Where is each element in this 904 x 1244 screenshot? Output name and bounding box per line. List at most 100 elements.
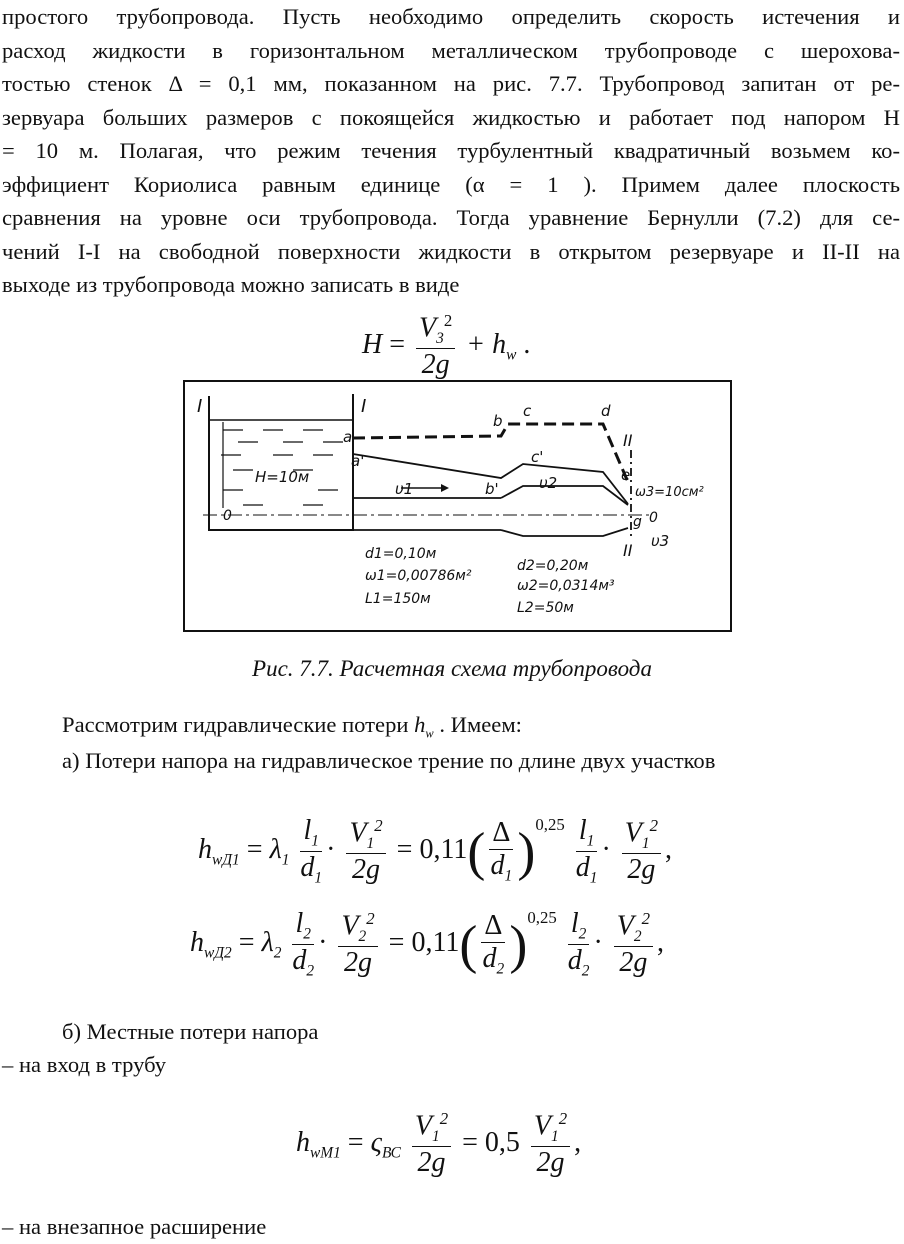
energy-line [352, 422, 630, 483]
eq-exponent: 0,25 [527, 908, 557, 927]
eq-symbol: λ [269, 834, 282, 865]
eq-symbol: l [303, 815, 312, 847]
section-label: I [361, 396, 366, 417]
eq-symbol: d [482, 942, 497, 974]
point-label: e [621, 466, 630, 484]
eq-symbol: l [295, 908, 304, 940]
eq-coefficient: 0,11 [419, 834, 468, 865]
eq-symbol: d [567, 944, 582, 976]
local-losses-heading: б) Местные потери напора [62, 1019, 319, 1044]
text-line: сравнения на уровне оси трубопровода. То… [2, 205, 900, 230]
eq-symbol: V [349, 817, 367, 849]
body-paragraph: простого трубопровода. Пусть необходимо … [2, 0, 900, 302]
datum-label: 0 [649, 510, 658, 526]
eq-symbol: + h [466, 328, 507, 360]
eq-subscript: 1 [432, 1127, 440, 1145]
eq-subscript: 1 [311, 832, 319, 850]
eq-symbol: Δ [481, 910, 506, 943]
text-line: простого трубопровода. Пусть необходимо … [2, 4, 900, 29]
eq-subscript: wД1 [212, 851, 240, 869]
eq-subscript: 2 [273, 944, 282, 962]
eq-subscript: 2 [581, 962, 590, 980]
text-span: Рассмотрим гидравлические потери [62, 712, 415, 737]
eq-subscript: ВС [381, 1144, 401, 1162]
area-label: ω1=0,00786м² [365, 568, 472, 584]
eq-subscript: 1 [281, 851, 290, 869]
text-span: . Имеем: [433, 712, 522, 737]
point-label: b [493, 412, 503, 430]
losses-intro: Рассмотрим гидравлические потери hw . Им… [62, 712, 522, 742]
eq-symbol: d [490, 849, 505, 881]
text-line: = 10 м. Полагая, что режим течения турбу… [2, 138, 900, 163]
diameter-label: d2=0,20м [517, 558, 589, 574]
text-line: чений I-I на свободной поверхности жидко… [2, 238, 900, 264]
eq-symbol: V [341, 910, 359, 942]
eq-symbol: V [616, 910, 634, 942]
velocity-label: υ1 [395, 480, 413, 498]
eq-symbol: , [574, 1126, 582, 1158]
velocity-label: υ3 [651, 532, 669, 550]
eq-symbol: V [419, 312, 437, 344]
point-label: a' [351, 452, 364, 470]
text-line: зервуара больших размеров с покоящейся ж… [2, 104, 900, 130]
point-label: d [601, 402, 611, 420]
eq-subscript: w [425, 726, 434, 741]
eq-symbol: l [578, 815, 587, 847]
length-label: L2=50м [517, 600, 574, 616]
pipeline-schematic: I I a a' b b' c c' d e g II II H=10м υ1 … [183, 380, 732, 632]
water-hatching [221, 429, 343, 506]
point-label: a [343, 428, 352, 446]
eq-symbol: , [665, 834, 672, 865]
eq-symbol: . [523, 328, 531, 360]
length-label: L1=150м [365, 591, 431, 607]
eq-coefficient: 0,5 [484, 1126, 520, 1158]
eq-symbol: d [300, 851, 315, 883]
head-label: H=10м [255, 468, 309, 486]
eq-symbol: d [575, 851, 590, 883]
eq-subscript: 3 [436, 329, 444, 347]
eq-subscript: 1 [551, 1127, 559, 1145]
eq-subscript: 1 [586, 832, 595, 850]
eq-symbol: , [657, 927, 664, 958]
point-label: b' [485, 480, 499, 498]
eq-symbol: λ [261, 927, 274, 958]
eq-symbol: H [362, 328, 383, 360]
eq-symbol: ς [370, 1126, 382, 1158]
eq-subscript: 1 [504, 867, 513, 885]
eq-subscript: 2 [578, 925, 587, 943]
eq-subscript: w [506, 346, 517, 364]
eq-symbol: Δ [489, 817, 514, 850]
diameter-label: d1=0,10м [365, 546, 437, 562]
eq-subscript: 2 [496, 960, 505, 978]
reservoir-wall [208, 394, 354, 531]
figure-caption: Рис. 7.7. Расчетная схема трубопровода [252, 656, 652, 681]
text-line: эффициент Кориолиса равным единице (α = … [2, 171, 900, 197]
eq-exponent: 0,25 [535, 815, 565, 834]
piezometric-line [352, 453, 629, 505]
point-label: c' [531, 448, 543, 466]
pipe-2-bottom [500, 527, 629, 537]
pipe-2-top [500, 485, 629, 506]
eq-sign: = [389, 328, 406, 360]
eq-subscript: 1 [366, 834, 375, 852]
section-label: II [623, 431, 633, 450]
area-label: ω3=10см² [635, 485, 704, 500]
eq-subscript: 2 [306, 962, 315, 980]
datum-label: 0 [223, 508, 232, 524]
section-label: II [623, 541, 633, 560]
point-label: g [633, 514, 642, 530]
eq-symbol: V [624, 817, 642, 849]
fraction: V32 2g [416, 311, 456, 381]
expansion-loss-item: – на внезапное расширение [2, 1214, 267, 1239]
eq-symbol: 2g [421, 348, 450, 380]
eq-symbol: l [570, 908, 579, 940]
text-line: выходе из трубопровода можно записать в … [2, 272, 460, 297]
eq-subscript: 2 [303, 925, 311, 943]
eq-subscript: 1 [589, 869, 598, 887]
friction-heading: а) Потери напора на гидравлическое трени… [62, 748, 716, 773]
figure-frame [183, 380, 732, 632]
eq-subscript: 2 [358, 927, 367, 945]
